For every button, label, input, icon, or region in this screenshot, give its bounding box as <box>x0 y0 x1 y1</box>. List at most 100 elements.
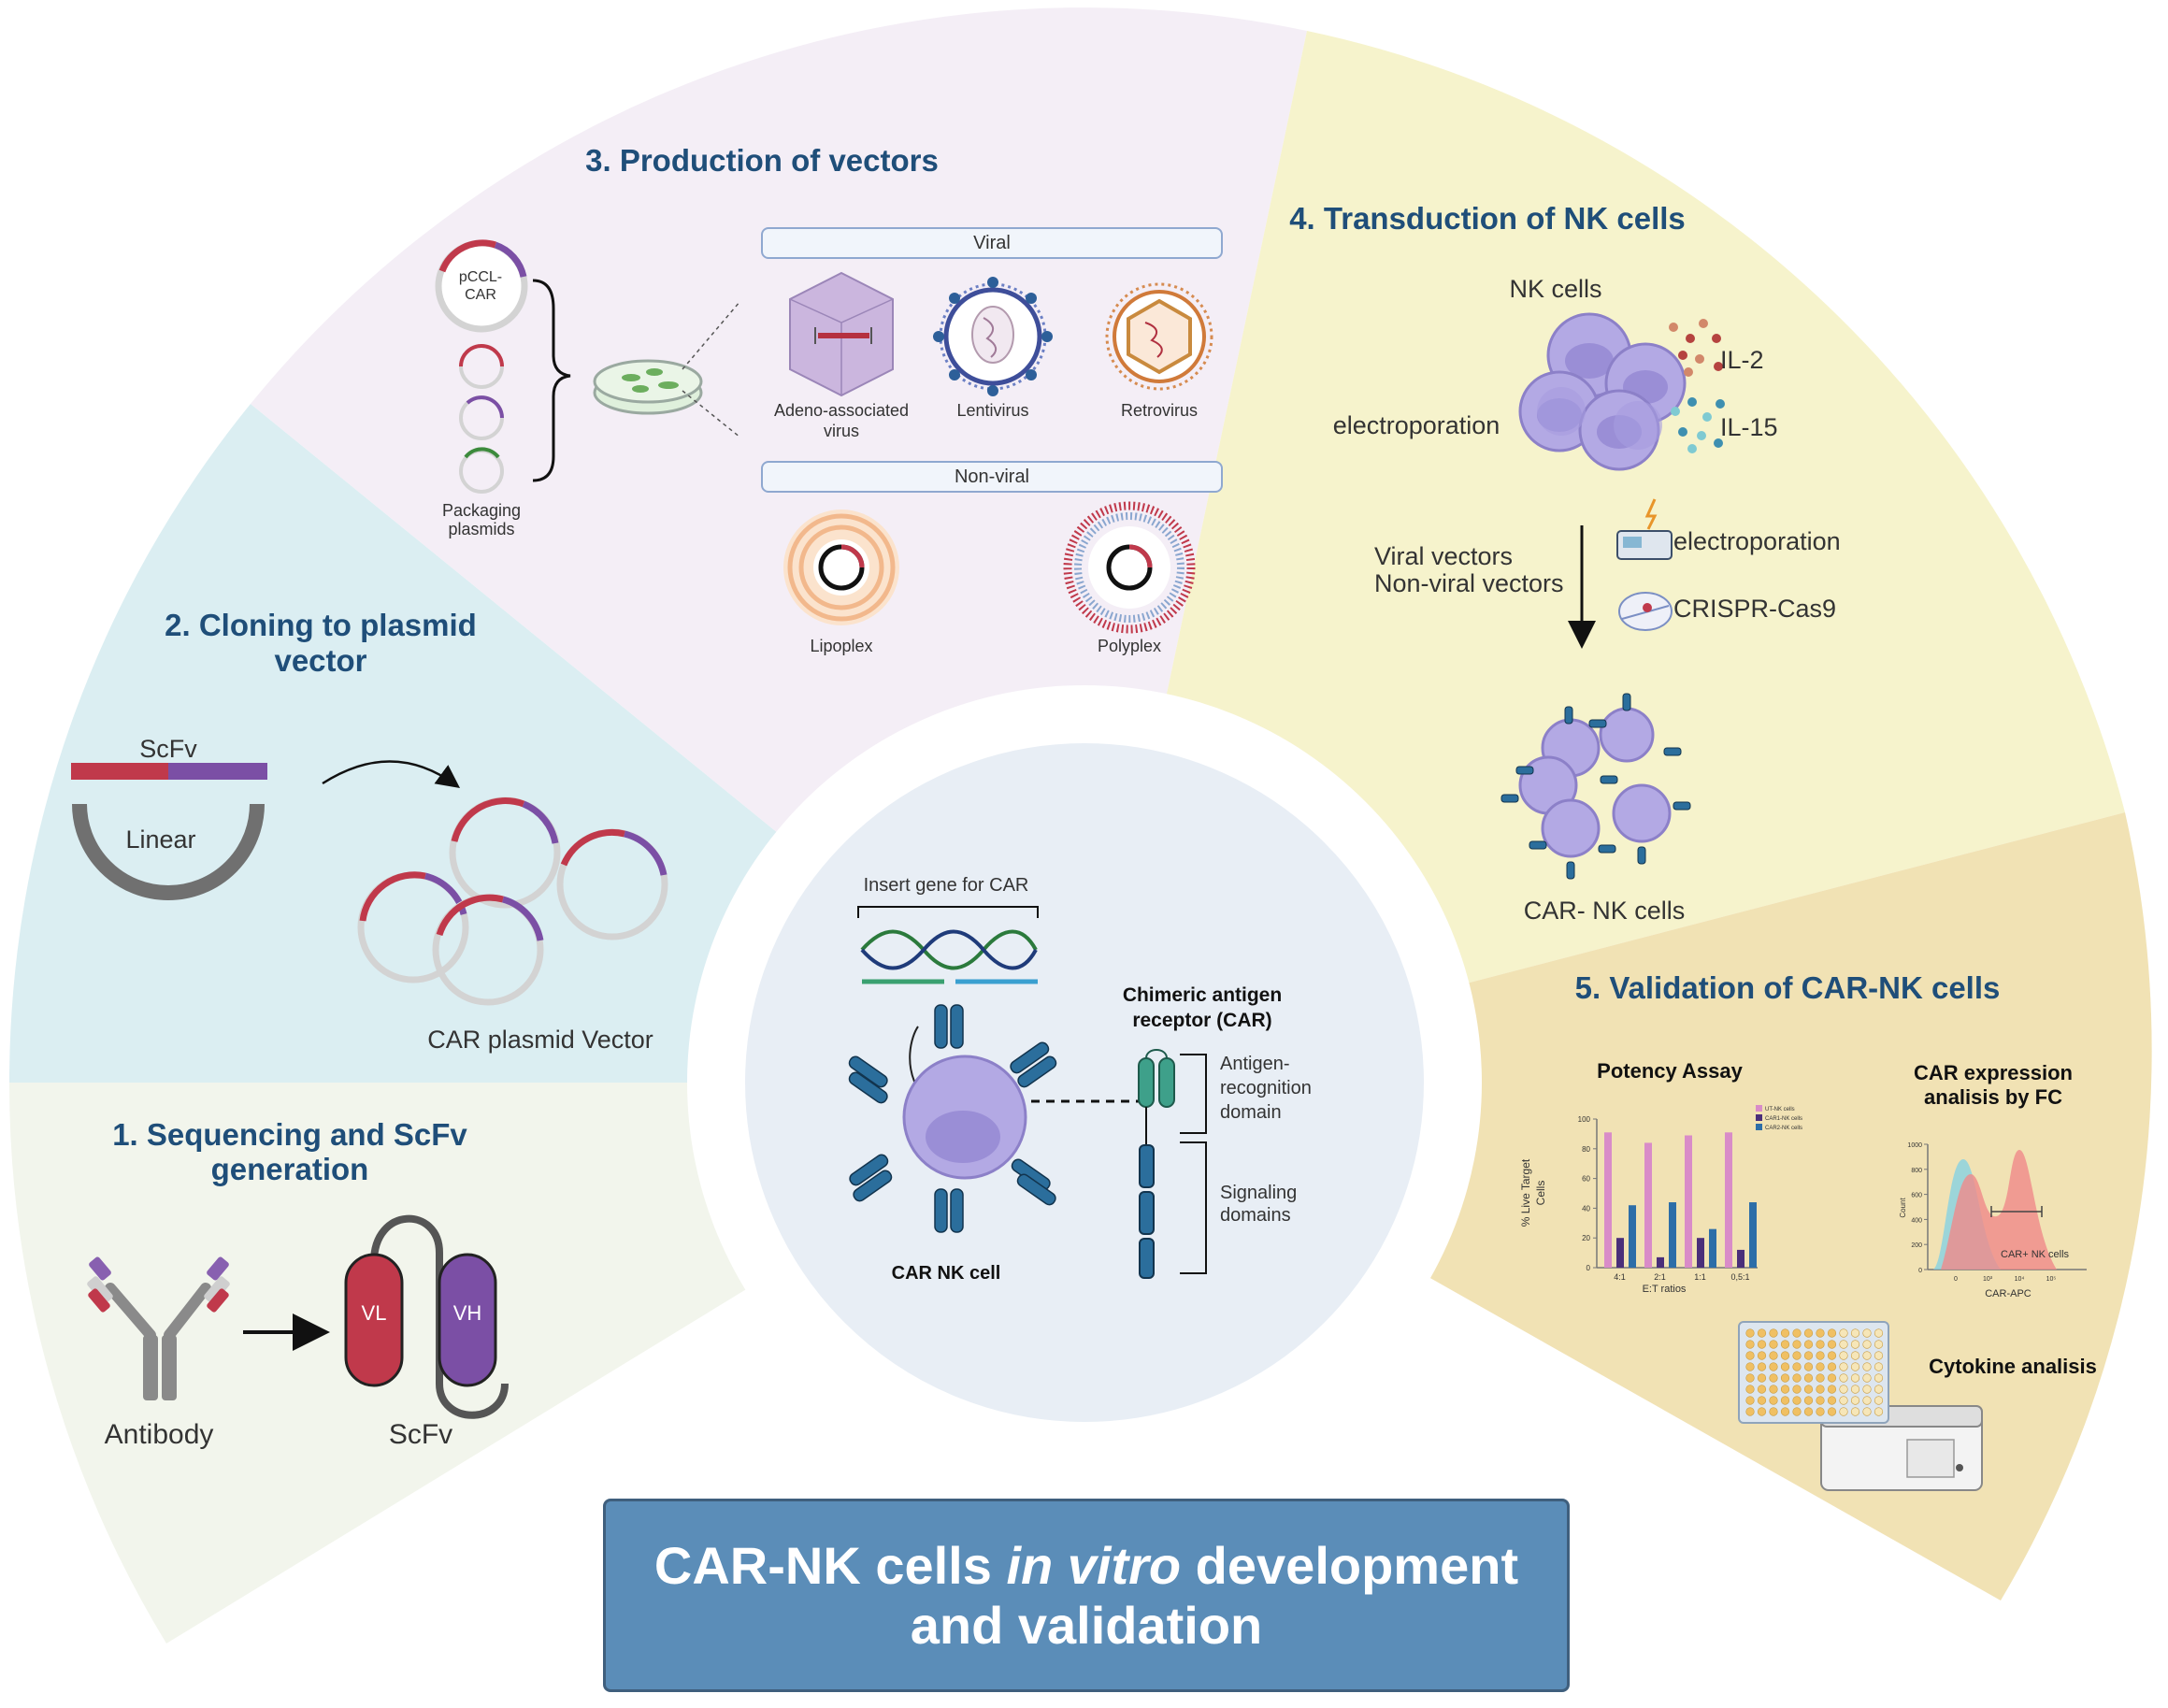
fc-x-tick-label: 10⁴ <box>2015 1276 2025 1283</box>
plate-well <box>1827 1328 1837 1338</box>
plate-well <box>1757 1385 1767 1394</box>
pccl-label-line2: CAR <box>465 287 496 303</box>
packaging-label-line1: Packaging <box>442 501 521 520</box>
fc-y-tick-label: 0 <box>1918 1268 1922 1274</box>
crispr-icon <box>1618 592 1673 631</box>
potency-y-tick-label: 80 <box>1582 1145 1590 1154</box>
section-5-title: 5. Validation of CAR-NK cells <box>1575 970 2001 1005</box>
plate-well <box>1874 1328 1884 1338</box>
culture-dish-icon <box>593 359 703 415</box>
plate-well <box>1769 1328 1778 1338</box>
car-nk-cell-icon <box>848 1004 1057 1233</box>
banner-line1-end: development <box>1181 1535 1519 1595</box>
plate-well <box>1874 1385 1884 1394</box>
plate-well <box>1757 1362 1767 1371</box>
plate-well <box>1792 1385 1802 1394</box>
antigen-bracket <box>1180 1054 1207 1134</box>
plate-well <box>1757 1407 1767 1416</box>
plate-well <box>1816 1340 1825 1349</box>
section-2: 2. Cloning to plasmid vector ScFv Linear… <box>71 608 668 1054</box>
potency-legend-label: CAR2-NK cells <box>1765 1126 1802 1131</box>
plate-well <box>1827 1340 1837 1349</box>
plate-well <box>1769 1385 1778 1394</box>
retrovirus-label: Retrovirus <box>1121 401 1198 420</box>
adeno-associated-virus-icon <box>789 271 894 397</box>
plate-well <box>1745 1407 1755 1416</box>
linear-vector-icon <box>72 803 265 900</box>
plate-well <box>1839 1385 1848 1394</box>
plate-well <box>1850 1385 1860 1394</box>
plate-well <box>1862 1351 1872 1360</box>
section-5: 5. Validation of CAR-NK cells Potency As… <box>1519 970 2097 1491</box>
scfv-label: ScFv <box>389 1419 452 1450</box>
plate-well <box>1792 1373 1802 1383</box>
plate-well <box>1839 1396 1848 1405</box>
plate-well <box>1757 1351 1767 1360</box>
pccl-label-line1: pCCL- <box>459 269 502 285</box>
potency-x-label: E:T ratios <box>1643 1284 1687 1295</box>
plate-well <box>1850 1328 1860 1338</box>
potency-x-tick-label: 4:1 <box>1614 1272 1626 1282</box>
car-nk-cells-label: CAR- NK cells <box>1524 897 1686 925</box>
potency-x-tick-label: 1:1 <box>1694 1272 1706 1282</box>
plate-well <box>1780 1373 1790 1383</box>
plate-well <box>1827 1407 1837 1416</box>
plate-well <box>1769 1373 1778 1383</box>
linear-label: Linear <box>125 825 195 854</box>
cloning-arrow <box>322 760 461 788</box>
plate-well <box>1827 1351 1837 1360</box>
fc-y-tick-label: 600 <box>1911 1193 1922 1199</box>
fc-y-tick-label: 200 <box>1911 1242 1922 1249</box>
plate-well <box>1792 1351 1802 1360</box>
crispr-label: CRISPR-Cas9 <box>1673 595 1836 623</box>
car-plasmid-rings <box>357 797 668 1006</box>
section-2-title-line2: vector <box>274 643 366 678</box>
plate-well <box>1769 1340 1778 1349</box>
plate-well <box>1745 1385 1755 1394</box>
il15-label: IL-15 <box>1720 413 1778 441</box>
car-title-line2: receptor (CAR) <box>1132 1010 1271 1031</box>
il2-dots-icon <box>1669 319 1723 377</box>
lentivirus-label: Lentivirus <box>956 401 1028 420</box>
banner-line2: and validation <box>910 1595 1263 1655</box>
section-3-title: 3. Production of vectors <box>585 143 939 178</box>
fc-y-tick-label: 400 <box>1911 1217 1922 1224</box>
pccl-car-plasmid-icon <box>435 239 528 333</box>
plate-well <box>1874 1351 1884 1360</box>
section-4: 4. Transduction of NK cells NK cells ele… <box>1289 201 1840 925</box>
signaling-bracket <box>1180 1141 1207 1274</box>
plate-well <box>1862 1373 1872 1383</box>
potency-bar <box>1697 1238 1704 1268</box>
fc-x-label: CAR-APC <box>1985 1288 2032 1299</box>
electroporation-left-label: electroporation <box>1333 411 1500 439</box>
plate-well <box>1745 1328 1755 1338</box>
potency-x-tick-label: 2:1 <box>1654 1272 1666 1282</box>
plate-well <box>1862 1407 1872 1416</box>
plate-well <box>1816 1351 1825 1360</box>
plate-well <box>1874 1340 1884 1349</box>
plate-well <box>1862 1362 1872 1371</box>
plate-well <box>1803 1340 1814 1349</box>
antigen-label-line3: domain <box>1220 1102 1282 1123</box>
section-4-title: 4. Transduction of NK cells <box>1289 201 1686 236</box>
scfv-insert-label: ScFv <box>139 735 197 763</box>
vh-label: VH <box>453 1301 482 1325</box>
potency-bar <box>1749 1202 1757 1268</box>
signaling-label-line2: domains <box>1220 1205 1291 1226</box>
center-car-nk: Insert gene for CAR <box>848 875 1312 1284</box>
fc-y-tick-label: 800 <box>1911 1168 1922 1174</box>
fc-title-line2: analisis by FC <box>1924 1085 2062 1109</box>
section-1-title-line1: 1. Sequencing and ScFv <box>112 1117 467 1152</box>
zoom-lines <box>682 300 741 438</box>
antigen-label-line1: Antigen- <box>1220 1054 1290 1074</box>
fc-x-tick-label: 10³ <box>1983 1276 1993 1283</box>
section-1-title-line2: generation <box>211 1152 369 1186</box>
lipoplex-label: Lipoplex <box>810 637 872 655</box>
plate-well <box>1745 1373 1755 1383</box>
plate-well <box>1874 1362 1884 1371</box>
potency-bar <box>1685 1135 1692 1268</box>
retrovirus-icon <box>1105 282 1213 391</box>
nonviral-header-box <box>761 461 1223 493</box>
